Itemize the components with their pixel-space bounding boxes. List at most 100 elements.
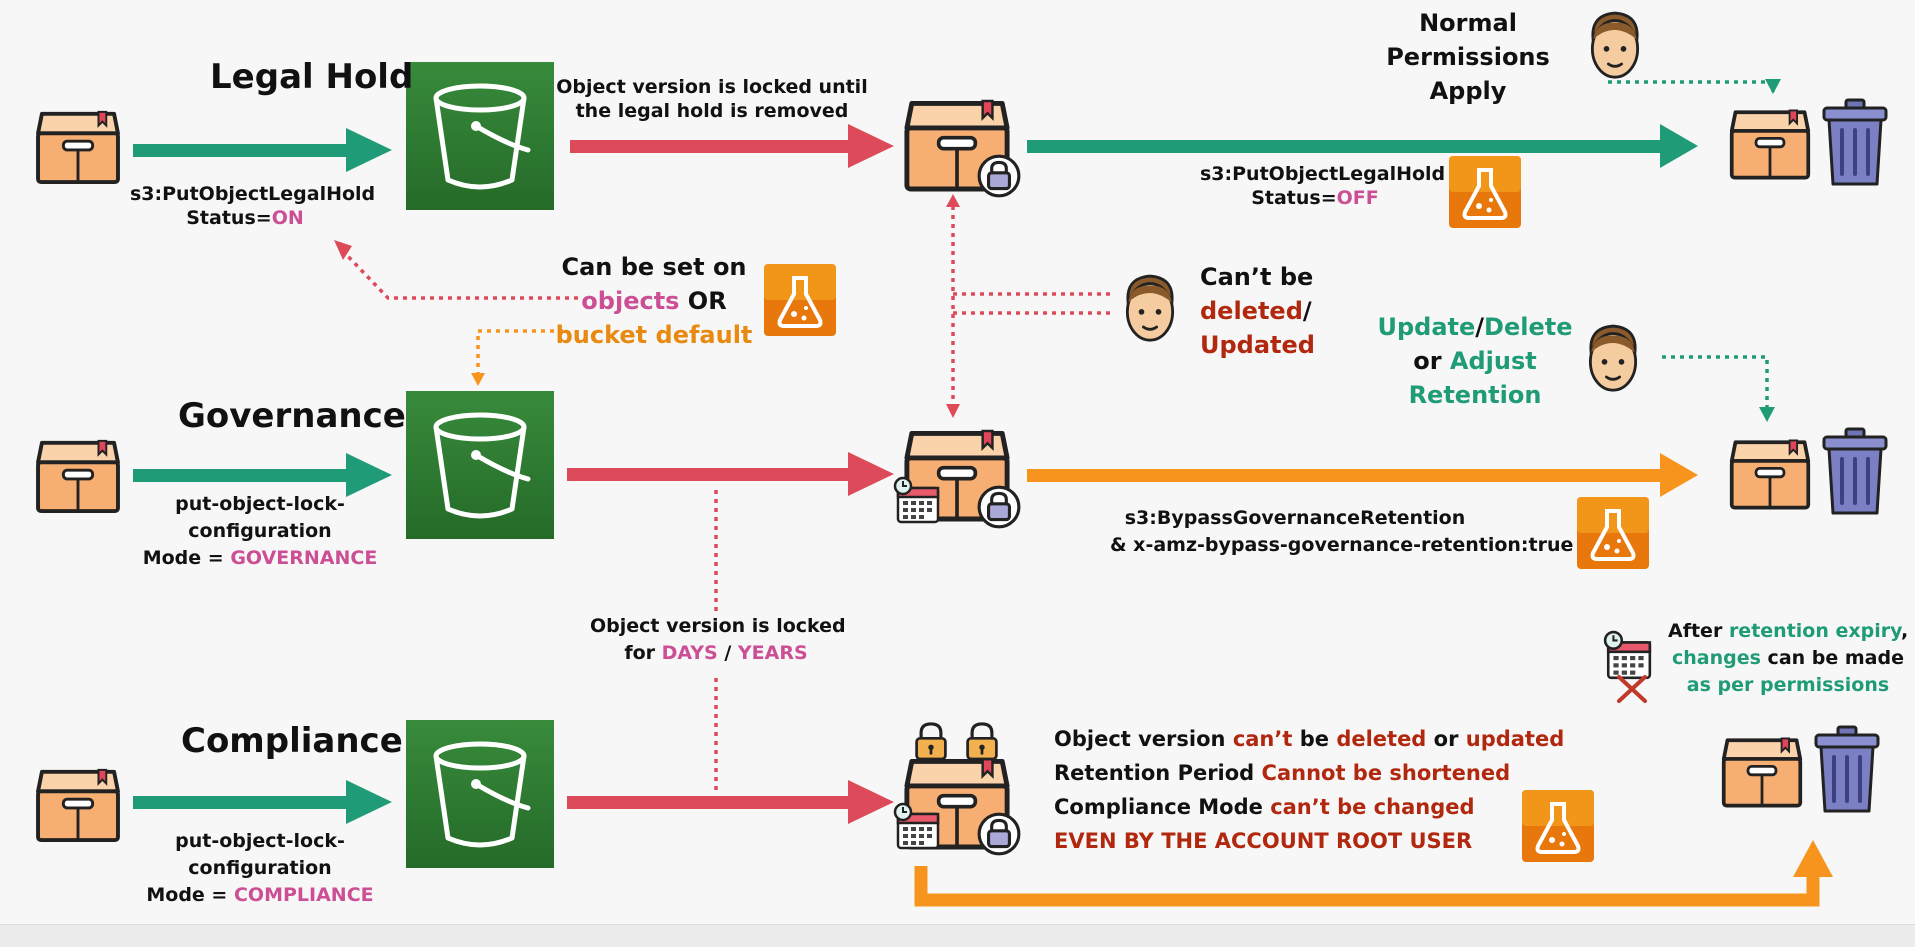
policy-flask-icon	[1577, 497, 1649, 569]
bucket-icon	[406, 62, 554, 210]
arrow-head	[1793, 840, 1833, 877]
mode-value: COMPLIANCE	[233, 884, 374, 906]
legal-hold-flow	[133, 124, 1698, 172]
objects-connector	[338, 246, 578, 300]
rule-highlight: Cannot be shortened	[1261, 761, 1511, 785]
person-icon	[1588, 324, 1638, 392]
rule-text: be	[1292, 727, 1337, 751]
note-line: Object version is locked	[590, 615, 846, 637]
update-label: Update	[1377, 313, 1476, 341]
compliance-title: Compliance	[181, 721, 403, 761]
rule-highlight: updated	[1465, 727, 1565, 751]
legal-hold-api-name: s3:PutObjectLegalHold	[130, 183, 376, 205]
deleted-label: deleted	[1200, 297, 1303, 325]
compliance-flow	[133, 780, 1833, 907]
arrow-shaft	[133, 469, 348, 482]
note-line: objects OR	[544, 284, 764, 318]
adjust-label: Adjust	[1449, 347, 1537, 375]
padlock-icon	[977, 485, 1021, 529]
governance-flow	[133, 452, 1698, 497]
update-delete-note: Update/Delete or Adjust Retention	[1370, 310, 1580, 412]
or-label: OR	[679, 287, 727, 315]
can-be-made-label: can be made	[1760, 647, 1904, 669]
arrow-head	[471, 373, 485, 386]
governance-mode: Mode = GOVERNANCE	[140, 545, 380, 572]
rule-text: or	[1426, 727, 1466, 751]
policy-flask-icon	[764, 264, 836, 336]
legal-hold-off-status: Status=OFF	[1200, 187, 1430, 211]
status-prefix: Status=	[1251, 186, 1337, 209]
person-icon	[1125, 274, 1175, 342]
arrow-head	[848, 452, 894, 496]
after-expiry-note: After retention expiry, changes can be m…	[1668, 618, 1908, 699]
rule-text: Compliance Mode	[1054, 795, 1271, 819]
note-line: deleted/	[1200, 294, 1315, 328]
compliance-command: put-object-lock- configuration Mode = CO…	[140, 828, 380, 909]
arrow-head	[946, 194, 960, 207]
arrow-head	[346, 128, 392, 172]
retention-label: Retention	[1408, 381, 1542, 409]
box-icon	[1729, 438, 1811, 510]
box-icon	[36, 767, 120, 843]
delete-label: Delete	[1484, 313, 1573, 341]
bypass-permission: s3:BypassGovernanceRetention	[1124, 507, 1466, 529]
rule-text: Object version	[1054, 727, 1233, 751]
after-label: After	[1668, 620, 1729, 642]
note-line: After retention expiry,	[1668, 618, 1908, 645]
note-line: Can be set on	[561, 253, 747, 281]
legal-hold-status: Status=ON	[130, 207, 360, 231]
update-delete-connector	[1662, 355, 1769, 412]
padlock-icon	[966, 722, 998, 761]
compliance-mode: Mode = COMPLIANCE	[140, 882, 380, 909]
note-line: changes can be made	[1668, 645, 1908, 672]
mode-prefix: Mode =	[146, 884, 234, 906]
arrow-head	[848, 780, 894, 824]
arrow-head	[346, 780, 392, 824]
status-on: ON	[271, 206, 304, 229]
status-prefix: Status=	[186, 206, 272, 229]
dotted-connectors	[338, 80, 1775, 790]
governance-command: put-object-lock- configuration Mode = GO…	[140, 491, 380, 572]
slash-label: /	[1302, 297, 1312, 325]
trash-icon	[1822, 98, 1888, 186]
can-be-set-note: Can be set on objects OR bucket default	[544, 250, 764, 352]
note-line: Normal	[1419, 9, 1517, 37]
arrow-head	[334, 240, 352, 260]
years-label: YEARS	[737, 642, 808, 664]
slash-label: /	[1475, 313, 1485, 341]
legal-hold-locked-note: Object version is locked until the legal…	[556, 76, 868, 124]
arrow-head	[946, 404, 960, 418]
status-off: OFF	[1336, 186, 1379, 209]
legal-hold-off-api: s3:PutObjectLegalHold Status=OFF	[1200, 163, 1445, 211]
locked-days-note: Object version is locked for DAYS / YEAR…	[590, 613, 846, 667]
note-line: Can’t be	[1200, 263, 1314, 291]
arrow-head	[1765, 79, 1781, 94]
changes-label: changes	[1672, 647, 1761, 669]
bucket-icon	[406, 391, 554, 539]
note-line: Apply	[1429, 77, 1507, 105]
sep-label: /	[717, 642, 738, 664]
locked-note-line: Object version is locked until	[556, 76, 868, 98]
trash-icon	[1822, 427, 1888, 515]
box-icon	[1729, 108, 1811, 180]
rule-line: EVEN BY THE ACCOUNT ROOT USER	[1054, 829, 1473, 853]
objects-label: objects	[581, 287, 680, 315]
retention-expiry-label: retention expiry	[1728, 620, 1902, 642]
rule-line: Retention Period Cannot be shortened	[1054, 756, 1564, 790]
mode-prefix: Mode =	[142, 547, 231, 569]
arrow-head	[346, 453, 392, 497]
legal-hold-title: Legal Hold	[210, 57, 414, 97]
box-icon	[1721, 736, 1803, 808]
rule-highlight: can’t be changed	[1270, 795, 1475, 819]
close-icon	[1617, 675, 1647, 703]
bucket-default-connector	[476, 329, 563, 376]
governance-bypass: s3:BypassGovernanceRetention & x-amz-byp…	[1110, 505, 1573, 559]
rule-line: Object version can’t be deleted or updat…	[1054, 722, 1564, 756]
compliance-rules: Object version can’t be deleted or updat…	[1054, 722, 1564, 858]
for-label: for	[624, 642, 662, 664]
rule-text: Retention Period	[1054, 761, 1262, 785]
locked-note-line: the legal hold is removed	[575, 99, 849, 122]
arrow-head	[1660, 124, 1698, 168]
rule-line: Compliance Mode can’t be changed	[1054, 790, 1564, 824]
